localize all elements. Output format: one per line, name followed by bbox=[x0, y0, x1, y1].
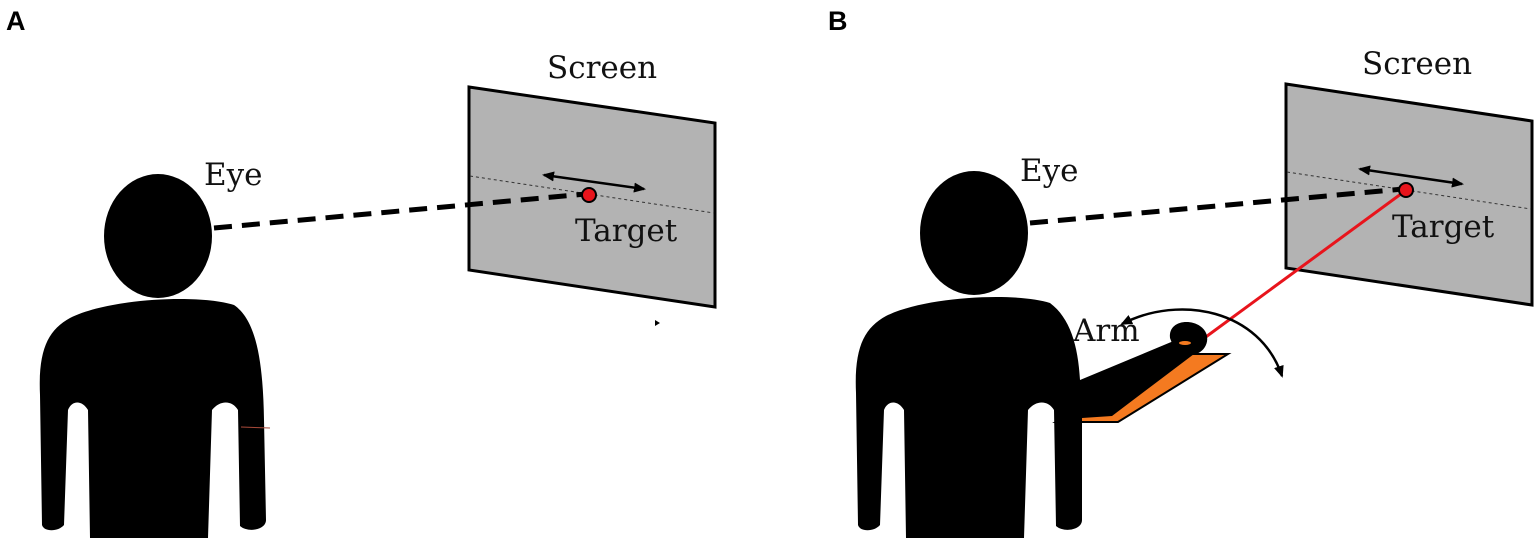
hand-b bbox=[1169, 322, 1208, 354]
target-dot-b bbox=[1398, 182, 1414, 198]
screen-label-a: Screen bbox=[547, 50, 657, 86]
panel-b: B Screen Target Eye Arm bbox=[828, 6, 1534, 538]
gaze-line-a bbox=[213, 191, 587, 231]
arm-label-b: Arm bbox=[1072, 313, 1140, 349]
screen-axis-line-a bbox=[469, 175, 715, 214]
panel-a-letter: A bbox=[6, 6, 26, 36]
panel-b-letter: B bbox=[828, 6, 848, 36]
stray-mark-a bbox=[240, 426, 271, 429]
person-silhouette-a bbox=[39, 174, 266, 538]
panel-a: A Screen Target Eye bbox=[6, 6, 717, 538]
hand-highlight-b bbox=[1179, 341, 1191, 345]
screen-axis-line-b bbox=[1286, 171, 1532, 210]
arm-rotation-arrow-b bbox=[1120, 308, 1284, 378]
target-label-a: Target bbox=[575, 213, 678, 249]
eye-label-b: Eye bbox=[1020, 153, 1079, 189]
target-motion-arrow-b bbox=[1358, 165, 1464, 188]
target-dot-a bbox=[581, 187, 597, 203]
body-a bbox=[39, 298, 266, 538]
eye-label-a: Eye bbox=[204, 157, 263, 193]
head-b bbox=[920, 171, 1028, 295]
person-silhouette-b bbox=[855, 171, 1208, 538]
head-a bbox=[104, 174, 212, 298]
target-label-b: Target bbox=[1392, 209, 1495, 245]
body-b bbox=[855, 296, 1195, 538]
gaze-line-b bbox=[1029, 186, 1404, 226]
target-motion-arrow-a bbox=[542, 171, 646, 193]
stray-tick-a bbox=[655, 320, 660, 326]
screen-label-b: Screen bbox=[1362, 46, 1472, 82]
